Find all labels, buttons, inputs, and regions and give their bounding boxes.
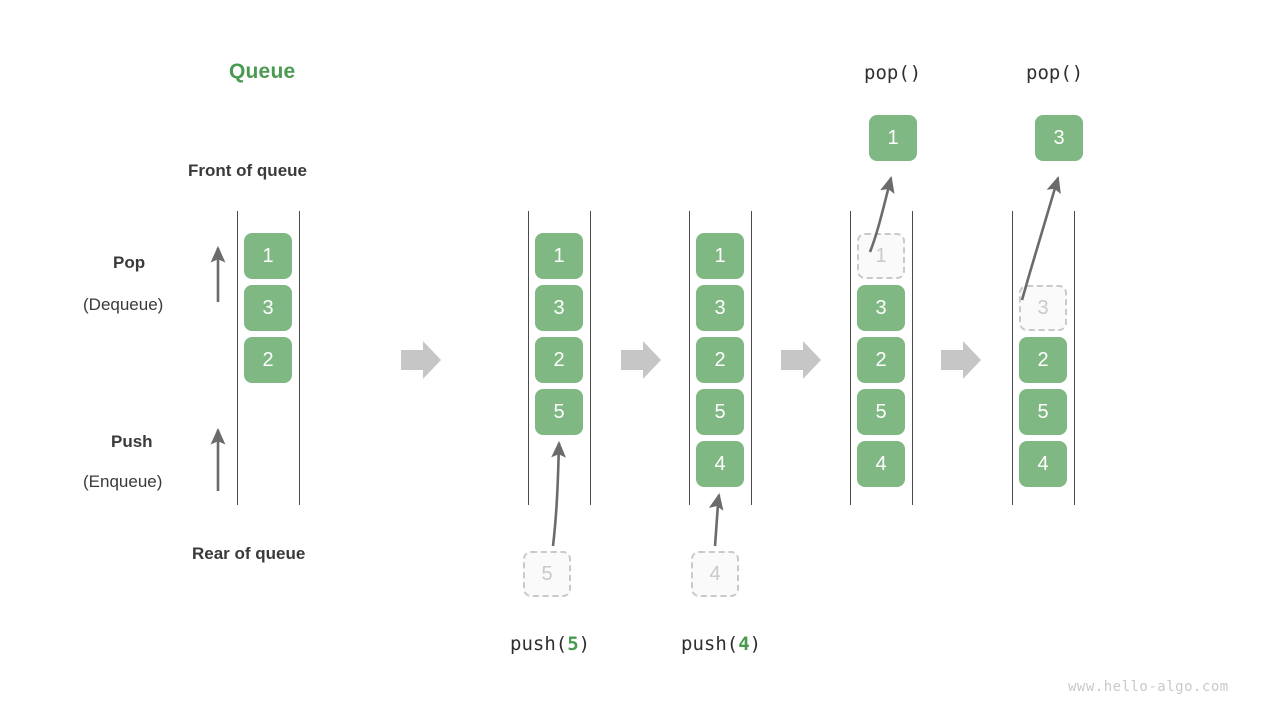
step-arrow — [781, 341, 821, 379]
push-caption-1: push(5) — [510, 633, 590, 655]
popped-item: 3 — [1035, 115, 1083, 161]
queue-item: 2 — [857, 337, 905, 383]
queue-item: 2 — [535, 337, 583, 383]
queue-wall-left-1 — [237, 211, 238, 505]
queue-item: 3 — [535, 285, 583, 331]
queue-wall-left-3 — [689, 211, 690, 505]
queue-wall-left-5 — [1012, 211, 1013, 505]
push-caption-2-suffix: ) — [749, 633, 762, 655]
queue-wall-right-2 — [590, 211, 591, 505]
queue-item: 4 — [1019, 441, 1067, 487]
queue-item: 5 — [857, 389, 905, 435]
push-caption-2-prefix: push( — [681, 633, 739, 655]
queue-item: 3 — [244, 285, 292, 331]
pop-motion-arrow-2 — [1020, 176, 1061, 301]
push-caption-1-value: 5 — [567, 633, 579, 655]
queue-wall-left-4 — [850, 211, 851, 505]
push-label: Push — [111, 432, 153, 451]
pop-sublabel: (Dequeue) — [83, 295, 164, 314]
pop-op-label-1: pop() — [864, 62, 922, 84]
queue-wall-left-2 — [528, 211, 529, 505]
push-caption-1-suffix: ) — [578, 633, 591, 655]
step-arrow — [941, 341, 981, 379]
queue-wall-right-4 — [912, 211, 913, 505]
page-title: Queue — [229, 60, 296, 83]
queue-item: 1 — [535, 233, 583, 279]
pop-label: Pop — [113, 253, 146, 272]
queue-item: 5 — [1019, 389, 1067, 435]
watermark: www.hello-algo.com — [1068, 679, 1229, 695]
queue-item: 3 — [857, 285, 905, 331]
queue-item: 4 — [857, 441, 905, 487]
queue-item: 3 — [696, 285, 744, 331]
push-sublabel: (Enqueue) — [83, 472, 163, 491]
queue-item: 1 — [696, 233, 744, 279]
popped-item: 1 — [869, 115, 917, 161]
push-motion-arrow-2 — [708, 492, 724, 547]
push-caption-2-value: 4 — [738, 633, 750, 655]
incoming-item-ghost: 4 — [691, 551, 739, 597]
queue-item: 1 — [244, 233, 292, 279]
push-caption-1-prefix: push( — [510, 633, 568, 655]
front-of-queue-label: Front of queue — [188, 161, 307, 180]
queue-item: 5 — [535, 389, 583, 435]
push-caption-2: push(4) — [681, 633, 761, 655]
queue-wall-right-3 — [751, 211, 752, 505]
queue-wall-right-5 — [1074, 211, 1075, 505]
incoming-item-ghost: 5 — [523, 551, 571, 597]
queue-item: 2 — [244, 337, 292, 383]
queue-item: 5 — [696, 389, 744, 435]
queue-wall-right-1 — [299, 211, 300, 505]
queue-item: 2 — [1019, 337, 1067, 383]
step-arrow — [621, 341, 661, 379]
pop-op-label-2: pop() — [1026, 62, 1084, 84]
push-motion-arrow-1 — [551, 440, 567, 547]
queue-item: 2 — [696, 337, 744, 383]
step-arrow — [401, 341, 441, 379]
popped-item-ghost: 3 — [1019, 285, 1067, 331]
rear-of-queue-label: Rear of queue — [192, 544, 306, 563]
queue-item: 4 — [696, 441, 744, 487]
popped-item-ghost: 1 — [857, 233, 905, 279]
